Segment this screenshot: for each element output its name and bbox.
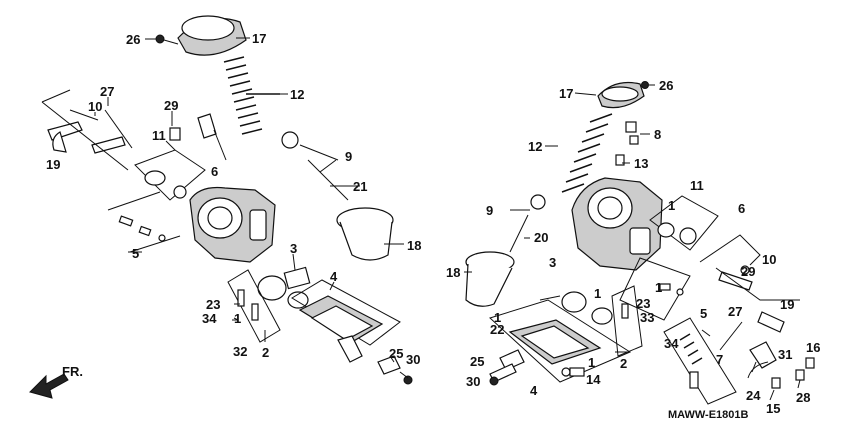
callout: 28 bbox=[796, 390, 810, 405]
callout: 2 bbox=[620, 356, 627, 371]
left-part-29-6 bbox=[169, 113, 227, 161]
right-part-1-14 bbox=[561, 367, 585, 377]
callout: 12 bbox=[528, 139, 542, 154]
callout: 3 bbox=[290, 241, 297, 256]
right-callouts: 17 26 8 12 13 11 9 1 6 20 10 18 3 1 29 1… bbox=[446, 78, 820, 416]
right-jets-5 bbox=[619, 257, 691, 321]
callout: 18 bbox=[407, 238, 421, 253]
left-float-3 bbox=[257, 266, 311, 309]
leader-lines bbox=[94, 38, 801, 401]
callout: 8 bbox=[654, 127, 661, 142]
left-vacuum-piston-18 bbox=[336, 207, 404, 261]
callout: 10 bbox=[762, 252, 776, 267]
callout: 31 bbox=[778, 347, 792, 362]
callout: 29 bbox=[741, 264, 755, 279]
left-spring-12 bbox=[223, 56, 280, 135]
right-screws-8-13 bbox=[615, 121, 639, 166]
arrow-left-icon bbox=[29, 373, 69, 399]
left-float-bowl-4 bbox=[291, 279, 401, 363]
left-callouts: 26 17 12 27 10 29 11 9 19 6 21 5 18 3 4 … bbox=[46, 31, 421, 367]
callout: 1 bbox=[588, 355, 595, 370]
callout: 5 bbox=[132, 246, 139, 261]
right-carburetor-body bbox=[571, 177, 663, 271]
callout: 11 bbox=[152, 128, 166, 143]
callout: 1 bbox=[494, 310, 501, 325]
right-bracket-24-31 bbox=[747, 341, 815, 389]
callout: 26 bbox=[659, 78, 673, 93]
left-jets-5 bbox=[107, 191, 181, 253]
right-box-11 bbox=[649, 195, 719, 251]
callout: 14 bbox=[586, 372, 601, 387]
callout: 27 bbox=[100, 84, 114, 99]
callout: 7 bbox=[716, 352, 723, 367]
diagram-code: MAWW-E1801B bbox=[668, 409, 749, 421]
callout: 30 bbox=[466, 374, 480, 389]
callout: 32 bbox=[233, 344, 247, 359]
callout: 30 bbox=[406, 352, 420, 367]
left-part-25-30 bbox=[377, 355, 413, 385]
callout: 16 bbox=[806, 340, 820, 355]
callout: 10 bbox=[88, 99, 102, 114]
left-carburetor-body bbox=[189, 186, 276, 263]
callout: 4 bbox=[330, 269, 338, 284]
callout: 13 bbox=[634, 156, 648, 171]
callout: 17 bbox=[559, 86, 573, 101]
callout: 24 bbox=[746, 388, 761, 403]
direction-label: FR. bbox=[62, 364, 83, 379]
left-parts-2 bbox=[227, 269, 281, 343]
left-needle-parts bbox=[281, 131, 349, 201]
callout: 21 bbox=[353, 179, 367, 194]
right-carburetor-assembly bbox=[465, 81, 815, 405]
left-choke-parts bbox=[41, 89, 133, 171]
callout: 1 bbox=[234, 311, 241, 326]
callout: 33 bbox=[640, 310, 654, 325]
right-float-bowl-4 bbox=[489, 299, 632, 383]
callout: 1 bbox=[594, 286, 601, 301]
callout: 23 bbox=[206, 297, 220, 312]
callout: 19 bbox=[780, 297, 794, 312]
callout: 34 bbox=[664, 336, 679, 351]
right-choke-7-27 bbox=[663, 317, 743, 405]
right-top-cover bbox=[597, 81, 649, 109]
callout: 12 bbox=[290, 87, 304, 102]
right-float-3 bbox=[539, 291, 613, 325]
right-parts-2 bbox=[611, 285, 643, 357]
left-top-cover bbox=[177, 15, 250, 56]
callout: 27 bbox=[728, 304, 742, 319]
callout: 4 bbox=[530, 383, 538, 398]
callout: 11 bbox=[690, 178, 704, 193]
right-part-6-10-19 bbox=[699, 234, 800, 333]
callout: 22 bbox=[490, 322, 504, 337]
callout: 1 bbox=[668, 198, 675, 213]
right-vacuum-piston-18 bbox=[465, 251, 515, 307]
callout: 25 bbox=[389, 346, 403, 361]
callout: 17 bbox=[252, 31, 266, 46]
callout: 18 bbox=[446, 265, 460, 280]
callout: 5 bbox=[700, 306, 707, 321]
right-spring-12 bbox=[561, 113, 613, 193]
callout: 29 bbox=[164, 98, 178, 113]
callout: 34 bbox=[202, 311, 217, 326]
right-part-25-30 bbox=[489, 349, 525, 386]
callout: 3 bbox=[549, 255, 556, 270]
callout: 26 bbox=[126, 32, 140, 47]
callout: 9 bbox=[486, 203, 493, 218]
callout: 6 bbox=[738, 201, 745, 216]
callout: 2 bbox=[262, 345, 269, 360]
callout: 6 bbox=[211, 164, 218, 179]
callout: 1 bbox=[655, 280, 662, 295]
callout: 9 bbox=[345, 149, 352, 164]
left-carburetor-assembly bbox=[41, 15, 413, 385]
callout: 19 bbox=[46, 157, 60, 172]
left-box-11 bbox=[134, 149, 206, 201]
callout: 25 bbox=[470, 354, 484, 369]
callout: 15 bbox=[766, 401, 780, 416]
front-direction-arrow: FR. bbox=[29, 364, 83, 399]
callout: 23 bbox=[636, 296, 650, 311]
callout: 20 bbox=[534, 230, 548, 245]
